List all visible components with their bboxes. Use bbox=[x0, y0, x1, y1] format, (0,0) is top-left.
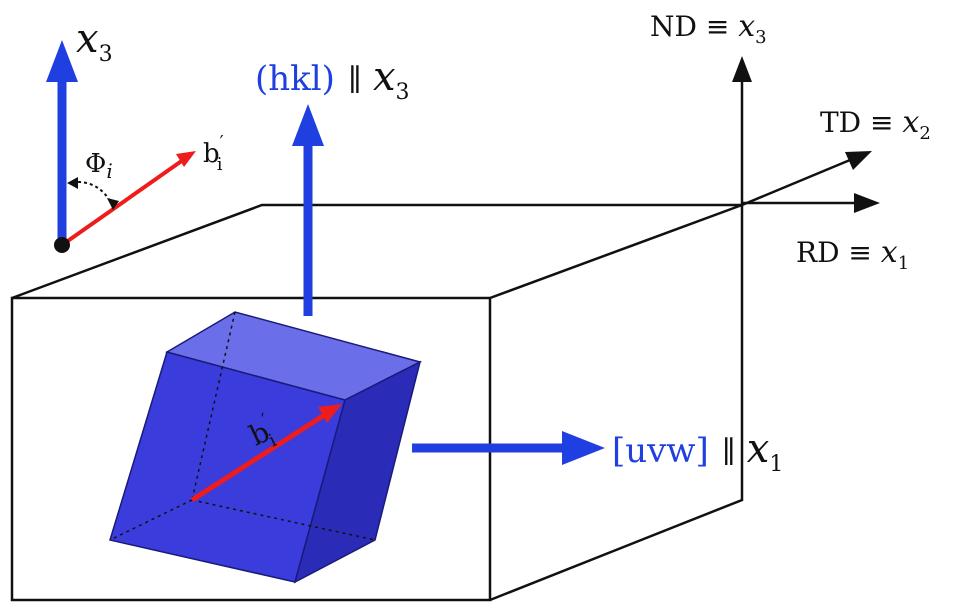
td-label: TD ≡ x2 bbox=[820, 105, 931, 144]
local-x3-label: x3 bbox=[76, 16, 113, 67]
sample-box bbox=[10, 203, 744, 602]
nd-label: ND ≡ x3 bbox=[650, 9, 767, 48]
hkl-label: (hkl) ∥ x3 bbox=[255, 54, 410, 105]
td-arrowhead bbox=[845, 151, 872, 170]
local-b-vector bbox=[60, 158, 185, 247]
phi-arrowhead-bottom bbox=[107, 198, 119, 210]
nd-arrowhead bbox=[732, 56, 752, 82]
uvw-arrowhead bbox=[562, 431, 605, 465]
local-b-label: b′i bbox=[203, 132, 224, 175]
phi-label: Φi bbox=[85, 149, 113, 183]
local-x3-arrowhead bbox=[46, 40, 78, 82]
phi-angle-arc bbox=[71, 180, 113, 206]
crystal-side-face bbox=[293, 360, 422, 584]
sample-axes bbox=[732, 56, 880, 213]
crystal-hidden-edges bbox=[109, 311, 376, 541]
sample-box-top-edges bbox=[11, 203, 743, 300]
td-axis bbox=[741, 158, 851, 207]
crystal-b-arrowhead bbox=[318, 404, 342, 423]
local-origin-dot bbox=[54, 237, 70, 253]
rd-arrowhead bbox=[854, 193, 880, 213]
crystal-b-vector bbox=[190, 411, 328, 503]
local-frame bbox=[46, 40, 196, 253]
hkl-arrowhead bbox=[292, 104, 324, 146]
rd-label: RD ≡ x1 bbox=[796, 235, 909, 274]
crystal-cube bbox=[109, 311, 423, 584]
sample-box-right-edges bbox=[489, 205, 744, 602]
uvw-label: [uvw] ∥ x1 bbox=[612, 426, 783, 477]
phi-arrowhead-top bbox=[67, 177, 78, 189]
local-b-arrowhead bbox=[176, 151, 196, 167]
